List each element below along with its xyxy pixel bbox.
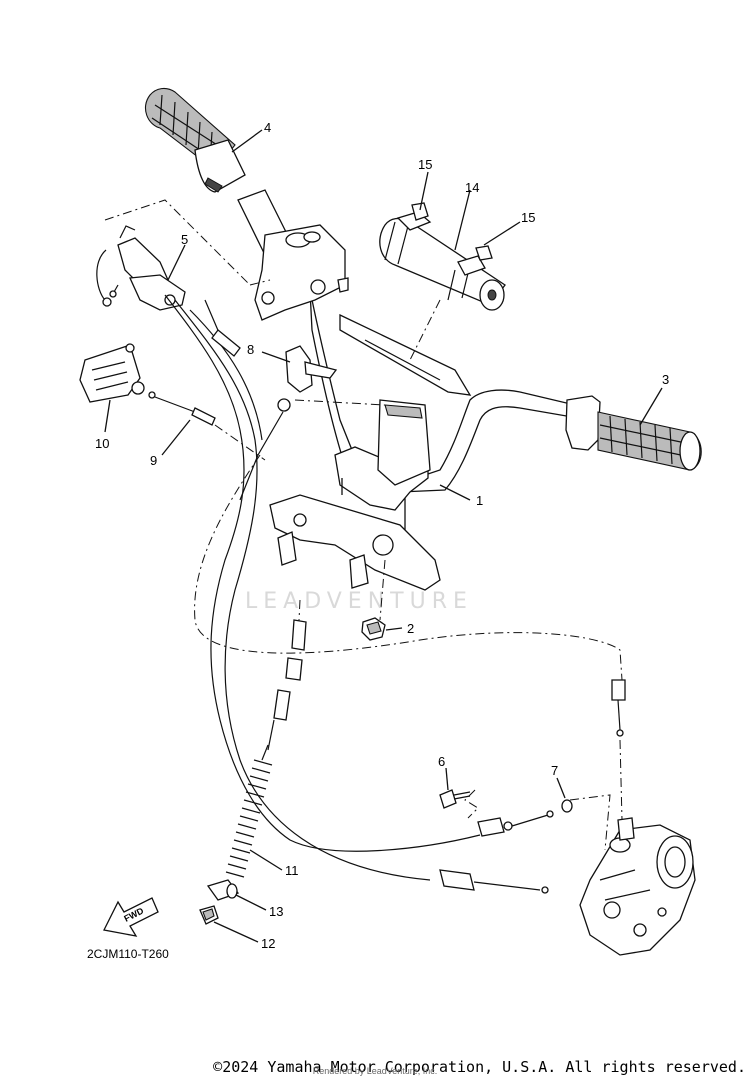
callout-15a: 15 <box>418 157 432 172</box>
callout-7: 7 <box>551 763 558 778</box>
sensor-8 <box>239 345 338 501</box>
callout-15b: 15 <box>521 210 535 225</box>
part-code: 2CJM110-T260 <box>87 947 169 961</box>
rendered-by-text: Rendered by LeadVenture, Inc. <box>312 1066 438 1076</box>
callout-5: 5 <box>181 232 188 247</box>
bolt-12 <box>199 905 219 925</box>
watermark-text: LEADVENTURE <box>245 589 473 614</box>
lower-bracket <box>269 494 441 591</box>
cover-part <box>79 343 145 403</box>
throttle-grip <box>145 87 291 256</box>
callout-11: 11 <box>285 863 299 878</box>
throttle-cables <box>439 679 626 894</box>
o-ring-7 <box>561 799 573 813</box>
rendered-by-line: Rendered by LeadVenture, Inc. <box>0 1066 750 1076</box>
copyright-line: ©2024 Yamaha Motor Corporation, U.S.A. A… <box>0 1058 750 1076</box>
callout-6: 6 <box>438 754 445 769</box>
switch-assembly <box>96 225 186 311</box>
callout-8: 8 <box>247 342 254 357</box>
bolt-6 <box>439 789 471 809</box>
callout-3: 3 <box>662 372 669 387</box>
fwd-arrow-icon: FWD <box>103 897 159 937</box>
throttle-body <box>579 817 696 956</box>
callout-9: 9 <box>150 453 157 468</box>
callout-12: 12 <box>261 936 275 951</box>
callout-labels: 1 2 3 4 5 6 7 8 9 10 11 12 13 14 15 15 <box>95 120 669 951</box>
callout-13: 13 <box>269 904 283 919</box>
leader-lines <box>104 129 663 943</box>
handlebar-holder <box>334 399 431 530</box>
copyright-text: ©2024 Yamaha Motor Corporation, U.S.A. A… <box>213 1058 746 1076</box>
cable-9 <box>148 391 216 426</box>
callout-4: 4 <box>264 120 271 135</box>
throttle-housing <box>254 224 349 321</box>
nut-2 <box>361 617 386 641</box>
control-cables <box>164 294 481 881</box>
callout-1: 1 <box>476 493 483 508</box>
collar-13 <box>206 879 240 901</box>
callout-14: 14 <box>465 180 479 195</box>
callout-10: 10 <box>95 436 109 451</box>
cable-adjuster-11 <box>225 619 307 878</box>
right-grip <box>565 395 702 471</box>
grip-guard-14 <box>379 202 506 311</box>
callout-2: 2 <box>407 621 414 636</box>
